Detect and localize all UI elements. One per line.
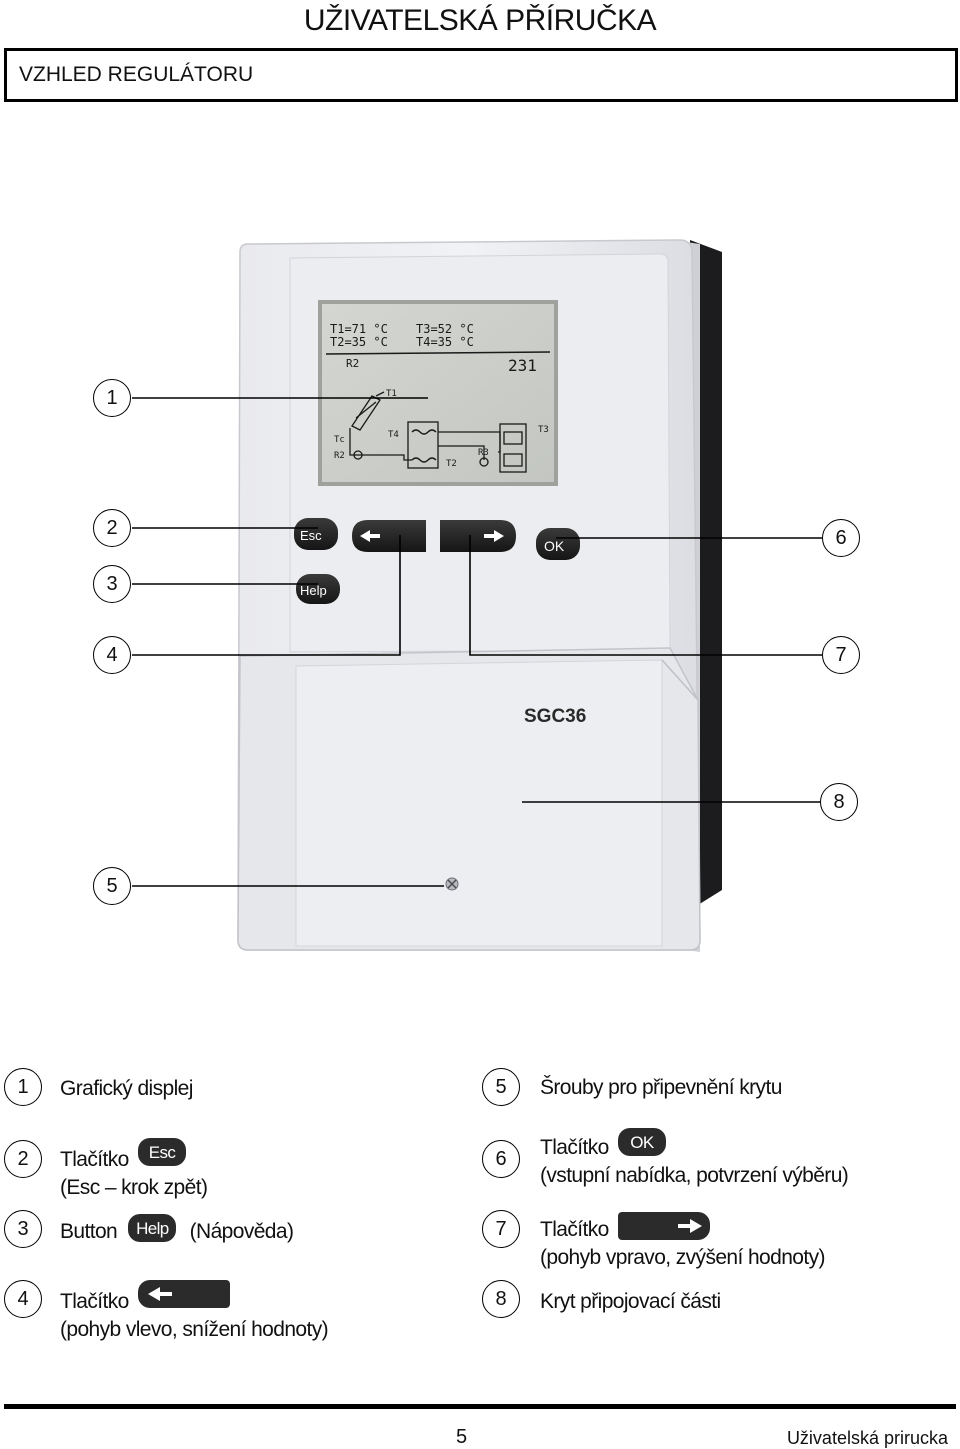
display-label-tc: Tc	[334, 435, 345, 445]
cover-screw	[445, 877, 459, 891]
ok-key-icon: OK	[617, 1128, 666, 1157]
display-label-t3: T3	[538, 425, 549, 435]
esc-button[interactable]: Esc	[294, 518, 338, 550]
footer-rule	[4, 1404, 956, 1409]
help-key-icon: Help	[128, 1214, 177, 1243]
left-arrow-button[interactable]	[352, 520, 426, 552]
graphic-display: T1=71 °C T3=52 °C T2=35 °C T4=35 °C R2 2…	[318, 300, 558, 486]
legend-desc-7: (pohyb vpravo, zvýšení hodnoty)	[540, 1246, 826, 1269]
display-t1: T1=71 °C	[330, 322, 388, 336]
display-label-t1: T1	[386, 389, 397, 399]
legend-text-4: Tlačítko	[60, 1290, 129, 1313]
display-t2: T2=35 °C	[330, 335, 388, 349]
help-button[interactable]: Help	[296, 574, 340, 604]
legend-text-5: Šrouby pro připevnění krytu	[540, 1076, 782, 1099]
legend-item-7: Tlačítko	[540, 1212, 710, 1244]
callout-3: 3	[93, 565, 131, 603]
callout-1: 1	[93, 379, 131, 417]
right-arrow-key	[617, 1212, 710, 1241]
legend-desc-2: (Esc – krok zpět)	[60, 1176, 208, 1199]
document-title: UŽIVATELSKÁ PŘÍRUČKA	[303, 4, 657, 37]
arrow-left-icon	[360, 530, 380, 542]
legend-item-3: Button Help (Nápověda)	[60, 1214, 294, 1246]
callout-5: 5	[93, 867, 131, 905]
device-illustration: T1=71 °C T3=52 °C T2=35 °C T4=35 °C R2 2…	[132, 239, 822, 952]
display-label-t4: T4	[388, 430, 399, 440]
section-title: VZHLED REGULÁTORU	[19, 63, 254, 86]
legend-text-2: Tlačítko	[60, 1148, 129, 1171]
esc-key-icon: Esc	[137, 1138, 186, 1167]
legend-item-4: Tlačítko	[60, 1280, 230, 1316]
right-arrow-button[interactable]	[440, 520, 516, 552]
legend-num-5: 5	[482, 1068, 520, 1106]
callout-8: 8	[820, 783, 858, 821]
callout-2: 2	[93, 509, 131, 547]
ok-button[interactable]: OK	[536, 528, 580, 560]
legend-text-1: Grafický displej	[60, 1077, 193, 1100]
section-header-box: VZHLED REGULÁTORU	[4, 48, 958, 102]
legend-num-3: 3	[4, 1210, 42, 1248]
svg-text:Help: Help	[300, 583, 327, 598]
legend-desc-6: (vstupní nabídka, potvrzení výběru)	[540, 1164, 849, 1187]
callout-leaders	[132, 397, 822, 887]
legend-num-7: 7	[482, 1210, 520, 1248]
legend-item-2: Tlačítko Esc	[60, 1138, 186, 1174]
arrow-right-icon	[484, 530, 504, 542]
svg-text:OK: OK	[544, 538, 565, 554]
legend-desc-3: (Nápověda)	[189, 1220, 294, 1243]
display-label-r3: R3	[478, 448, 489, 458]
display-label-r2: R2	[334, 451, 345, 461]
legend-item-6: Tlačítko OK	[540, 1128, 666, 1162]
svg-text:Esc: Esc	[300, 528, 322, 543]
display-schematic	[349, 391, 527, 473]
footer-title: Uživatelská prirucka	[786, 1428, 948, 1448]
callout-6: 6	[822, 519, 860, 557]
legend-text-7: Tlačítko	[540, 1218, 609, 1241]
legend-text-8: Kryt připojovací části	[540, 1290, 721, 1313]
legend-num-1: 1	[4, 1068, 42, 1106]
display-label-t2: T2	[446, 459, 457, 469]
callout-7: 7	[822, 636, 860, 674]
display-t4: T4=35 °C	[416, 335, 474, 349]
device-model-label: SGC36	[524, 706, 586, 727]
legend-desc-4: (pohyb vlevo, snížení hodnoty)	[60, 1318, 329, 1341]
legend-num-2: 2	[4, 1140, 42, 1178]
legend-num-6: 6	[482, 1140, 520, 1178]
arrow-left-icon	[147, 1287, 172, 1302]
legend-num-8: 8	[482, 1280, 520, 1318]
left-arrow-key	[137, 1280, 230, 1309]
display-value: 231	[508, 356, 537, 375]
display-t3: T3=52 °C	[416, 322, 474, 336]
legend-num-4: 4	[4, 1280, 42, 1318]
callout-4: 4	[93, 636, 131, 674]
arrow-right-icon	[677, 1219, 702, 1234]
page-number: 5	[456, 1426, 468, 1448]
legend-text-6: Tlačítko	[540, 1136, 609, 1159]
legend-text-3: Button	[60, 1220, 118, 1243]
display-relay: R2	[346, 357, 359, 370]
